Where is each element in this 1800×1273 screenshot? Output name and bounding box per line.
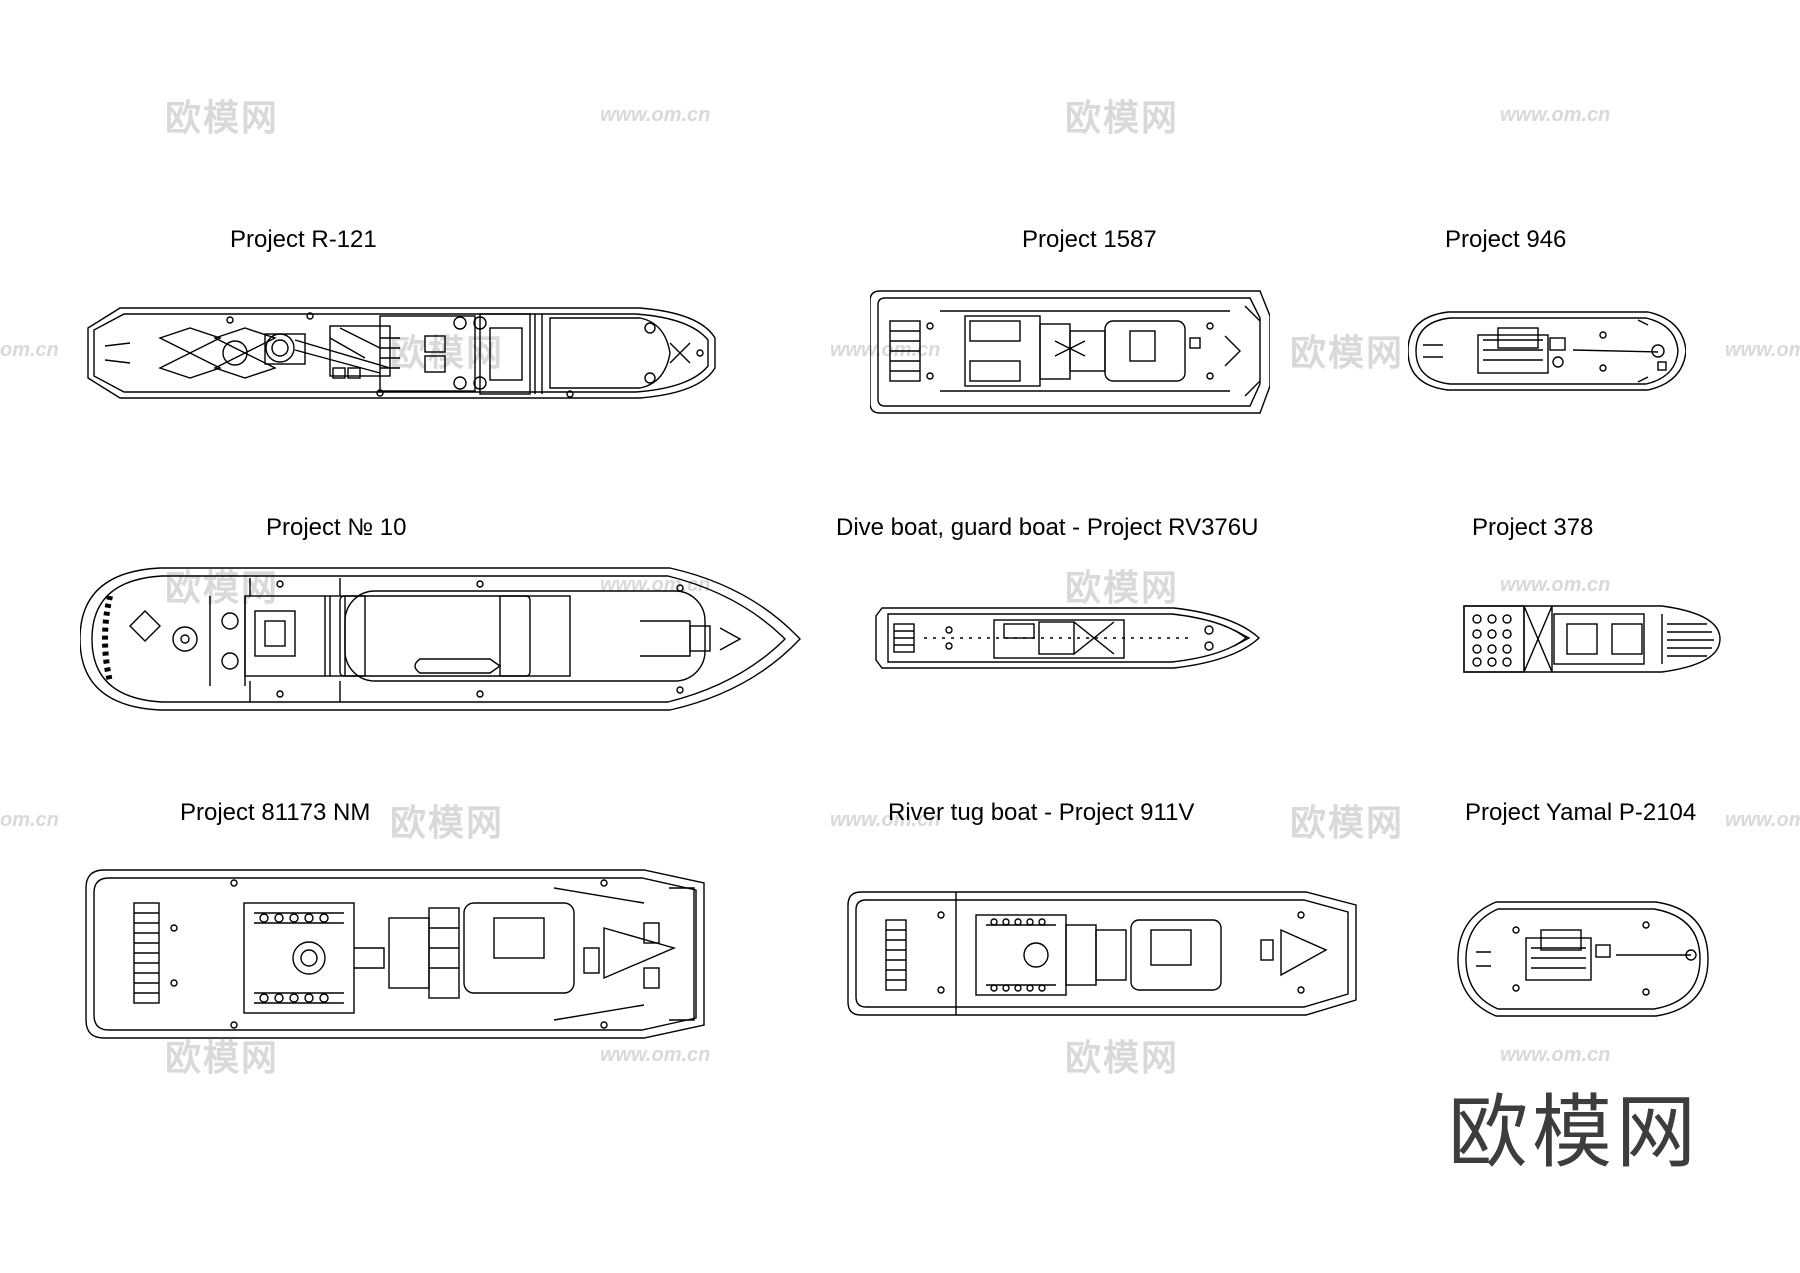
- ship-drawing-911v: [846, 890, 1360, 1018]
- watermark-url: www.om.cn: [600, 104, 711, 126]
- title-project-1587: Project 1587: [1022, 226, 1157, 253]
- ship-drawing-1587: [870, 286, 1270, 418]
- ship-drawing-yamal: [1456, 900, 1710, 1018]
- watermark-url: www.om.cn: [1500, 574, 1611, 596]
- title-project-yamal: Project Yamal P-2104: [1465, 799, 1697, 826]
- title-project-378: Project 378: [1472, 514, 1594, 541]
- watermark-logo-text: 欧模网: [390, 332, 505, 373]
- watermark-url: om.cn: [0, 809, 59, 831]
- watermark-logo-text: 欧模网: [165, 1037, 280, 1078]
- ship-drawing-r121: [80, 298, 720, 408]
- watermark-url: om.cn: [0, 339, 59, 361]
- title-project-911v: River tug boat - Project 911V: [888, 799, 1195, 826]
- watermark-logo-text: 欧模网: [1290, 802, 1405, 843]
- watermark-logo-text: 欧模网: [390, 802, 505, 843]
- title-project-rv376u: Dive boat, guard boat - Project RV376U: [836, 514, 1259, 541]
- watermark-url: www.om.cn: [1500, 1044, 1611, 1066]
- watermark-url: www.om.cn: [1725, 809, 1800, 831]
- ship-drawing-no10: [80, 566, 804, 712]
- watermark-url: www.om.cn: [1725, 339, 1800, 361]
- ship-drawing-378: [1462, 604, 1722, 674]
- title-project-r121: Project R-121: [230, 226, 377, 253]
- title-project-946: Project 946: [1445, 226, 1567, 253]
- ship-drawing-81173: [84, 868, 706, 1040]
- title-project-81173: Project 81173 NM: [180, 799, 371, 826]
- watermark-logo-text: 欧模网: [1065, 567, 1180, 608]
- ship-drawing-946: [1408, 310, 1686, 392]
- watermark-url: www.om.cn: [830, 809, 941, 831]
- watermark-logo-text: 欧模网: [1290, 332, 1405, 373]
- watermark-url: www.om.cn: [830, 339, 941, 361]
- watermark-logo-text: 欧模网: [165, 97, 280, 138]
- watermark-url: www.om.cn: [1500, 104, 1611, 126]
- watermark-logo-text: 欧模网: [1065, 1037, 1180, 1078]
- ship-drawing-rv376u: [874, 600, 1262, 676]
- watermark-logo-text: 欧模网: [1065, 97, 1180, 138]
- site-logo-text: 欧模网: [1448, 1086, 1700, 1179]
- title-project-no10: Project № 10: [266, 514, 407, 541]
- watermark-url: www.om.cn: [600, 1044, 711, 1066]
